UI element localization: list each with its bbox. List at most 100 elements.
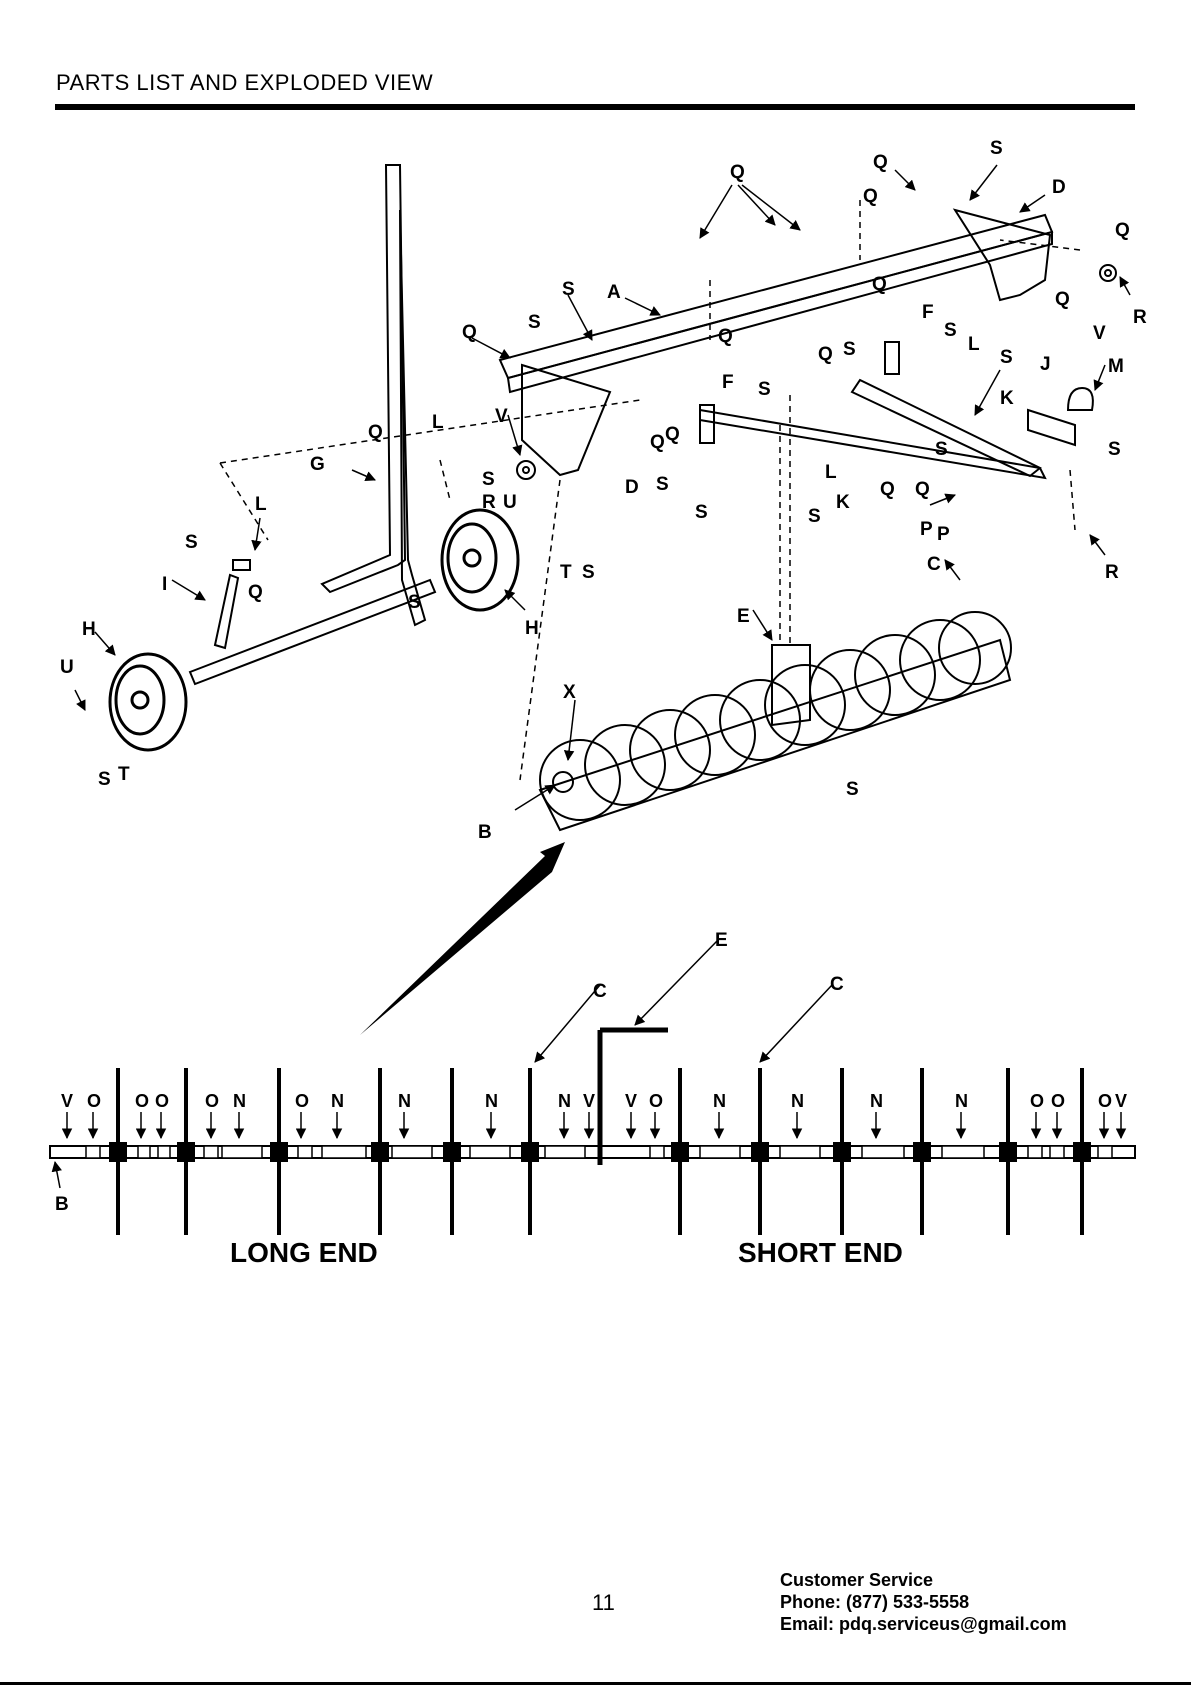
washer: [516, 264, 1117, 480]
label-s: S: [185, 532, 198, 553]
shaft-label-o: O: [135, 1091, 149, 1111]
label-s: S: [98, 769, 111, 790]
exploded-view-labels: Q Q Q S D Q Q Q V R S A S Q Q F S L Q S …: [60, 138, 1147, 843]
label-e: E: [737, 606, 750, 627]
shaft-spacer: [137, 1145, 151, 1159]
shaft-label-o: O: [205, 1091, 219, 1111]
label-s: S: [562, 279, 575, 300]
tine-hub: [671, 1142, 689, 1162]
label-a: A: [607, 282, 621, 303]
email-address: Email: pdq.serviceus@gmail.com: [780, 1614, 1067, 1634]
label-q: Q: [863, 186, 878, 207]
label-t: T: [560, 562, 572, 583]
tine-hub: [109, 1142, 127, 1162]
label-p: P: [920, 519, 933, 540]
label-f: F: [722, 372, 734, 393]
page-title: PARTS LIST AND EXPLODED VIEW: [56, 70, 434, 95]
label-h: H: [525, 618, 539, 639]
shaft-label-c: C: [830, 974, 844, 995]
tine-hub: [270, 1142, 288, 1162]
tine-hub: [371, 1142, 389, 1162]
label-v: V: [1093, 323, 1106, 344]
label-f: F: [922, 302, 934, 323]
label-s: S: [935, 439, 948, 460]
tine-hub: [443, 1142, 461, 1162]
shaft-label-o: O: [87, 1091, 101, 1111]
label-j: J: [1040, 354, 1051, 375]
shaft-spacer: [1027, 1145, 1043, 1159]
tine-assembly: [538, 611, 1012, 832]
shaft-label-n: N: [558, 1091, 571, 1111]
label-l: L: [255, 494, 267, 515]
shaft-label-v: V: [625, 1091, 637, 1111]
shaft-spacer: [391, 1145, 433, 1159]
short-end-label: SHORT END: [738, 1237, 903, 1268]
label-s: S: [695, 502, 708, 523]
label-m: M: [1108, 356, 1124, 377]
label-q: Q: [915, 479, 930, 500]
label-q: Q: [873, 152, 888, 173]
label-r: R: [1105, 562, 1119, 583]
shaft-label-n: N: [713, 1091, 726, 1111]
shaft-label-n: N: [955, 1091, 968, 1111]
shaft-spacer: [779, 1145, 821, 1159]
label-k: K: [836, 492, 850, 513]
label-q: Q: [650, 432, 665, 453]
customer-service-heading: Customer Service: [780, 1570, 934, 1590]
shaft-spacer: [861, 1145, 905, 1159]
label-s: S: [808, 506, 821, 527]
label-d: D: [625, 477, 639, 498]
phone-number: Phone: (877) 533-5558: [780, 1592, 970, 1612]
label-k: K: [1000, 388, 1014, 409]
shaft-label-b: B: [55, 1194, 69, 1215]
shaft-label-v: V: [61, 1091, 73, 1111]
detail-pointer-arrow: [360, 842, 565, 1035]
label-q: Q: [368, 422, 383, 443]
assembly-lines: [219, 200, 1081, 781]
label-s: S: [528, 312, 541, 333]
label-s: S: [1108, 439, 1121, 460]
shaft-label-n: N: [870, 1091, 883, 1111]
tine-stars: [539, 611, 1012, 821]
shaft-label-c: C: [593, 981, 607, 1002]
tine-hub: [1073, 1142, 1091, 1162]
label-d: D: [1052, 177, 1066, 198]
shaft-spacer: [85, 1145, 101, 1159]
label-s: S: [408, 592, 421, 613]
label-r: R: [482, 492, 496, 513]
bottom-divider: [0, 1682, 1191, 1685]
label-p: P: [937, 524, 950, 545]
label-q: Q: [718, 326, 733, 347]
shaft-label-o: O: [1051, 1091, 1065, 1111]
label-s: S: [582, 562, 595, 583]
customer-service-block: Customer Service Phone: (877) 533-5558 E…: [780, 1569, 1067, 1635]
shaft-label-n: N: [331, 1091, 344, 1111]
handle-assembly: [188, 164, 437, 686]
label-q: Q: [880, 479, 895, 500]
shaft-spacer: [941, 1145, 985, 1159]
shaft-spacer: [321, 1145, 367, 1159]
label-c: C: [927, 554, 941, 575]
shaft-leader-arrows: [51, 939, 833, 1189]
shaft-spacer: [544, 1145, 586, 1159]
shaft-label-n: N: [398, 1091, 411, 1111]
tine-hub: [913, 1142, 931, 1162]
label-u: U: [60, 657, 74, 678]
long-end-label: LONG END: [230, 1237, 378, 1268]
shaft-spacer: [221, 1145, 263, 1159]
left-wheel: [108, 652, 188, 752]
label-h: H: [82, 619, 96, 640]
label-v: V: [495, 406, 508, 427]
shaft-label-n: N: [485, 1091, 498, 1111]
shaft-spacer: [203, 1145, 219, 1159]
label-q: Q: [818, 344, 833, 365]
label-s: S: [990, 138, 1003, 159]
shaft-label-v: V: [583, 1091, 595, 1111]
label-q: Q: [730, 162, 745, 183]
label-u: U: [503, 492, 517, 513]
label-r: R: [1133, 307, 1147, 328]
shaft-spacer: [1049, 1145, 1065, 1159]
label-b: B: [478, 822, 492, 843]
label-q: Q: [462, 322, 477, 343]
